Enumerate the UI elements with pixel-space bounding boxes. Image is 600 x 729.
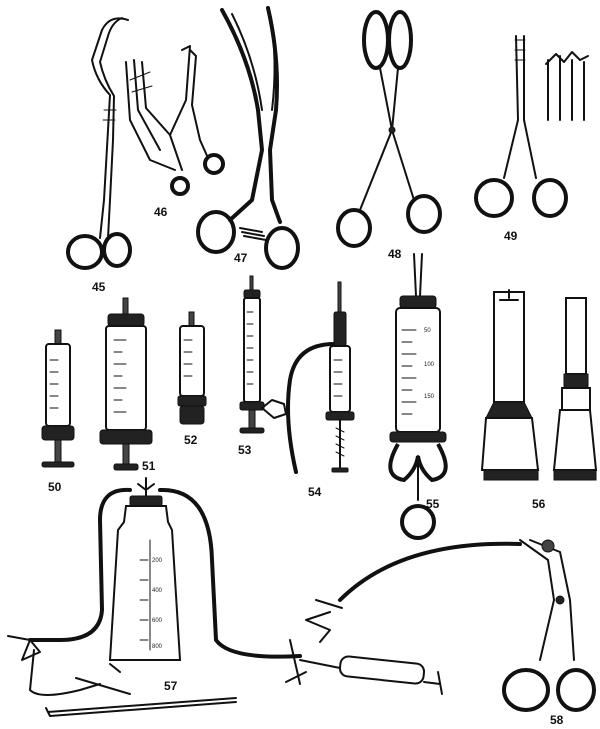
scale-57-d: 800 [152, 644, 163, 650]
label-58: 58 [550, 713, 564, 727]
label-50: 50 [48, 480, 62, 494]
instrument-58-curved-forceps: 58 [305, 539, 596, 727]
scale-57-a: 200 [152, 558, 163, 564]
instrument-45-forceps: 45 [66, 17, 132, 294]
instrument-54-syringe-with-tube: 54 [261, 281, 355, 499]
instrument-47-large-forceps: 47 [196, 6, 300, 270]
instrument-46-bent-forceps: 46 [125, 45, 225, 219]
label-46: 46 [154, 205, 168, 219]
scale-55-c: 150 [424, 394, 435, 400]
instrument-49-hemostat: 49 [474, 35, 589, 243]
label-49: 49 [504, 229, 518, 243]
label-48: 48 [388, 247, 402, 261]
label-47: 47 [234, 251, 248, 265]
scale-55-a: 50 [424, 328, 431, 334]
scale-57-b: 400 [152, 588, 163, 594]
instrument-55-large-syringe: 50 100 150 55 [388, 253, 448, 540]
instrument-50-syringe: 50 [41, 329, 75, 494]
instrument-53-thin-syringe: 53 [238, 275, 265, 457]
instrument-48-scissor-forceps: 48 [336, 10, 442, 261]
label-52: 52 [184, 433, 198, 447]
label-55: 55 [426, 497, 440, 511]
instrument-57-suction-apparatus: 200 400 600 800 57 [7, 477, 443, 717]
label-57: 57 [164, 679, 178, 693]
instrument-51-large-syringe: 51 [99, 297, 156, 473]
instrument-56-devices: 56 [480, 289, 598, 511]
label-53: 53 [238, 443, 252, 457]
label-45: 45 [92, 280, 106, 294]
instrument-52-syringe: 52 [177, 311, 207, 447]
label-51: 51 [142, 459, 156, 473]
label-54: 54 [308, 485, 322, 499]
scale-55-b: 100 [424, 362, 435, 368]
label-56: 56 [532, 497, 546, 511]
scale-57-c: 600 [152, 618, 163, 624]
